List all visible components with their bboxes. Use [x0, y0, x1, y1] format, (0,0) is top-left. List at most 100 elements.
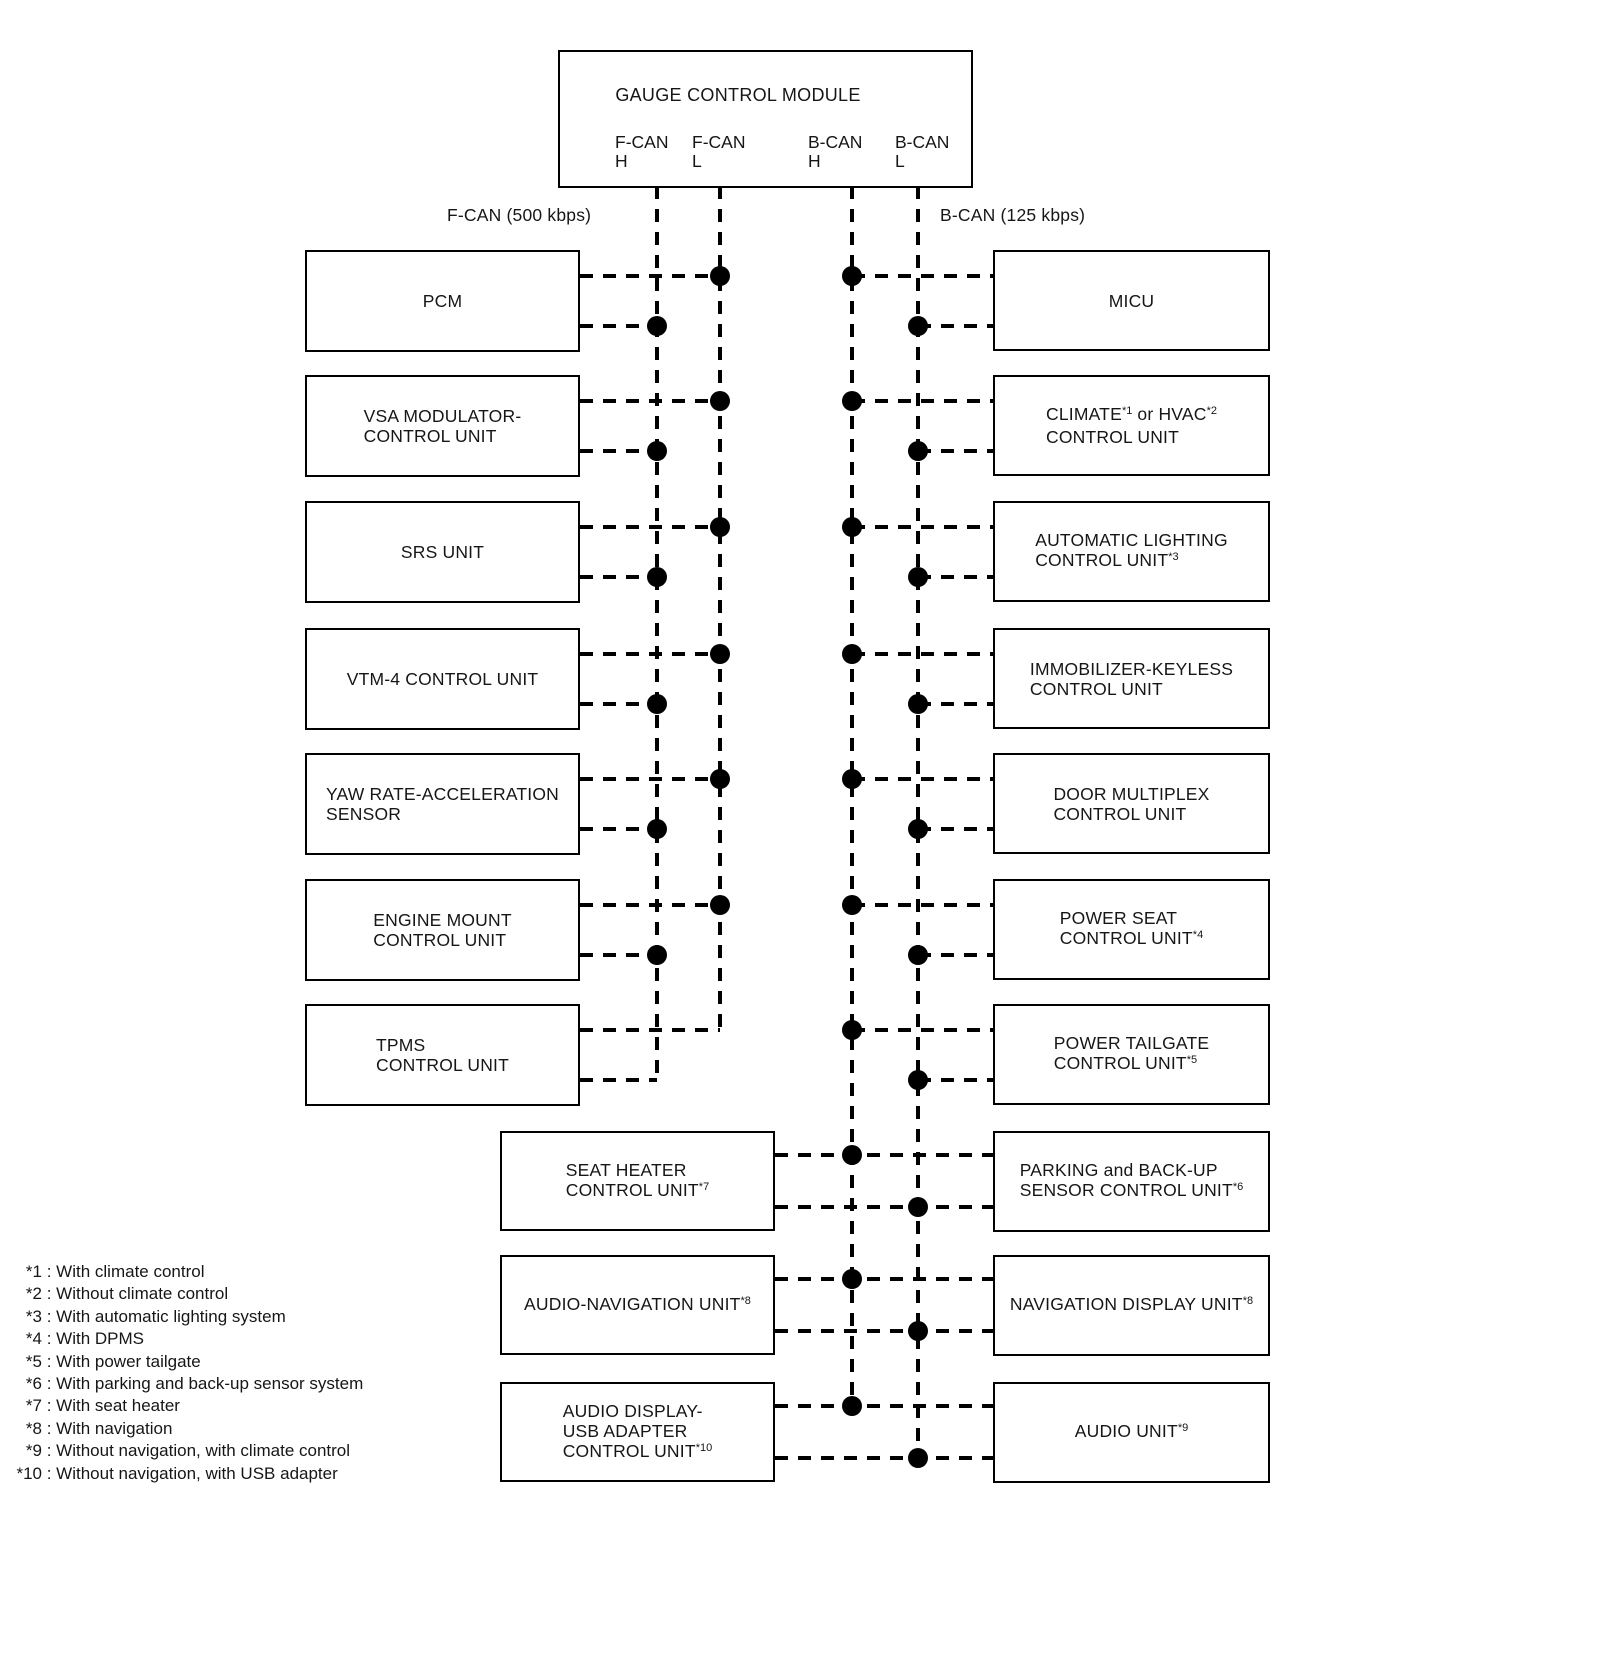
footnote-marker-superscript: *5	[1186, 1054, 1198, 1066]
footnote-separator: :	[42, 1374, 57, 1394]
node-label-audio-navigation-unit: AUDIO-NAVIGATION UNIT*8	[524, 1293, 751, 1314]
footnote-marker: *5	[25, 1351, 42, 1371]
node-box-pcm: PCM	[305, 250, 580, 352]
footnote-separator: :	[42, 1351, 57, 1371]
footnote-marker-superscript: *8	[740, 1294, 751, 1307]
footnote-text: With power tailgate	[56, 1351, 201, 1371]
footnote-separator: :	[42, 1441, 57, 1461]
footnote-marker-superscript: *6	[1232, 1181, 1244, 1193]
footnote-1: *1 : With climate control	[8, 1261, 363, 1283]
footnote-text: With climate control	[56, 1262, 205, 1281]
footnote-marker-superscript: *10	[695, 1441, 713, 1454]
footnote-marker: *3	[25, 1306, 42, 1326]
footnote-marker-superscript: *1	[1121, 405, 1133, 417]
footnote-4: *4 : With DPMS	[8, 1328, 363, 1350]
bcan-bus-label: B-CAN (125 kbps)	[940, 205, 1086, 225]
footnote-marker-superscript: *8	[1242, 1295, 1254, 1307]
footnote-marker-superscript: *2	[1206, 405, 1217, 417]
footnote-separator: :	[42, 1396, 57, 1416]
footnote-text: With parking and back-up sensor system	[56, 1374, 364, 1394]
footnote-marker-superscript: *4	[1192, 929, 1204, 941]
pin-label-f-can-l: F-CAN L	[692, 132, 746, 171]
footnote-marker: *7	[25, 1396, 42, 1416]
pin-label-f-can-h: F-CAN H	[615, 132, 669, 171]
fcan-bus-label: F-CAN (500 kbps)	[447, 205, 592, 225]
footnotes: *1 : With climate control*2 : Without cl…	[8, 1261, 363, 1485]
node-box-vtm-4-control-unit: VTM-4 CONTROL UNIT	[305, 628, 580, 730]
footnote-8: *8 : With navigation	[8, 1418, 363, 1440]
node-label-srs-unit: SRS UNIT	[400, 542, 485, 562]
pin-label-b-can-l: B-CAN L	[895, 132, 950, 171]
footnote-text: Without climate control	[56, 1284, 229, 1304]
footnote-text: With automatic lighting system	[56, 1306, 286, 1326]
footnote-marker: *10	[16, 1463, 42, 1483]
footnote-separator: :	[42, 1329, 57, 1349]
footnote-9: *9 : Without navigation, with climate co…	[8, 1440, 363, 1462]
footnote-marker-superscript: *9	[1177, 1422, 1189, 1434]
footnote-marker: *8	[25, 1418, 42, 1438]
gauge-control-module-title: GAUGE CONTROL MODULE	[615, 85, 861, 105]
node-box-audio-unit: AUDIO UNIT*9	[993, 1382, 1270, 1483]
footnote-5: *5 : With power tailgate	[8, 1351, 363, 1373]
node-box-audio-navigation-unit: AUDIO-NAVIGATION UNIT*8	[500, 1255, 775, 1355]
footnote-marker: *2	[25, 1284, 42, 1304]
node-box-vsa-modulator-control-unit: VSA MODULATOR-CONTROL UNIT	[305, 375, 580, 477]
footnote-text: With seat heater	[56, 1396, 180, 1416]
footnote-2: *2 : Without climate control	[8, 1283, 363, 1305]
footnote-separator: :	[42, 1463, 57, 1483]
footnote-text: Without navigation, with climate control	[56, 1441, 351, 1461]
footnote-marker: *1	[25, 1262, 42, 1281]
node-label-pcm: PCM	[422, 291, 463, 311]
pin-label-b-can-h: B-CAN H	[808, 132, 863, 171]
node-label-navigation-display-unit: NAVIGATION DISPLAY UNIT*8	[1009, 1294, 1254, 1314]
node-box-srs-unit: SRS UNIT	[305, 501, 580, 603]
footnote-10: *10 : Without navigation, with USB adapt…	[8, 1463, 363, 1485]
node-label-vsa-modulator-control-unit: VSA MODULATOR-CONTROL UNIT	[363, 406, 522, 446]
footnote-marker: *4	[25, 1329, 42, 1349]
footnote-text: With DPMS	[56, 1329, 145, 1349]
footnote-7: *7 : With seat heater	[8, 1395, 363, 1417]
footnote-separator: :	[42, 1284, 57, 1304]
footnote-separator: :	[42, 1418, 57, 1438]
footnote-marker: *6	[25, 1374, 42, 1394]
footnote-3: *3 : With automatic lighting system	[8, 1306, 363, 1328]
node-label-audio-unit: AUDIO UNIT*9	[1074, 1421, 1189, 1441]
node-box-micu: MICU	[993, 250, 1270, 351]
gauge-control-module-box	[558, 50, 973, 188]
footnote-marker: *9	[25, 1441, 42, 1461]
junction-dots	[647, 266, 928, 1468]
node-label-vtm-4-control-unit: VTM-4 CONTROL UNIT	[346, 669, 539, 689]
footnote-text: Without navigation, with USB adapter	[56, 1463, 338, 1483]
node-label-micu: MICU	[1108, 290, 1155, 311]
footnote-separator: :	[42, 1306, 57, 1326]
footnote-marker-superscript: *7	[698, 1180, 710, 1193]
footnote-separator: :	[42, 1262, 57, 1281]
footnote-6: *6 : With parking and back-up sensor sys…	[8, 1373, 363, 1395]
